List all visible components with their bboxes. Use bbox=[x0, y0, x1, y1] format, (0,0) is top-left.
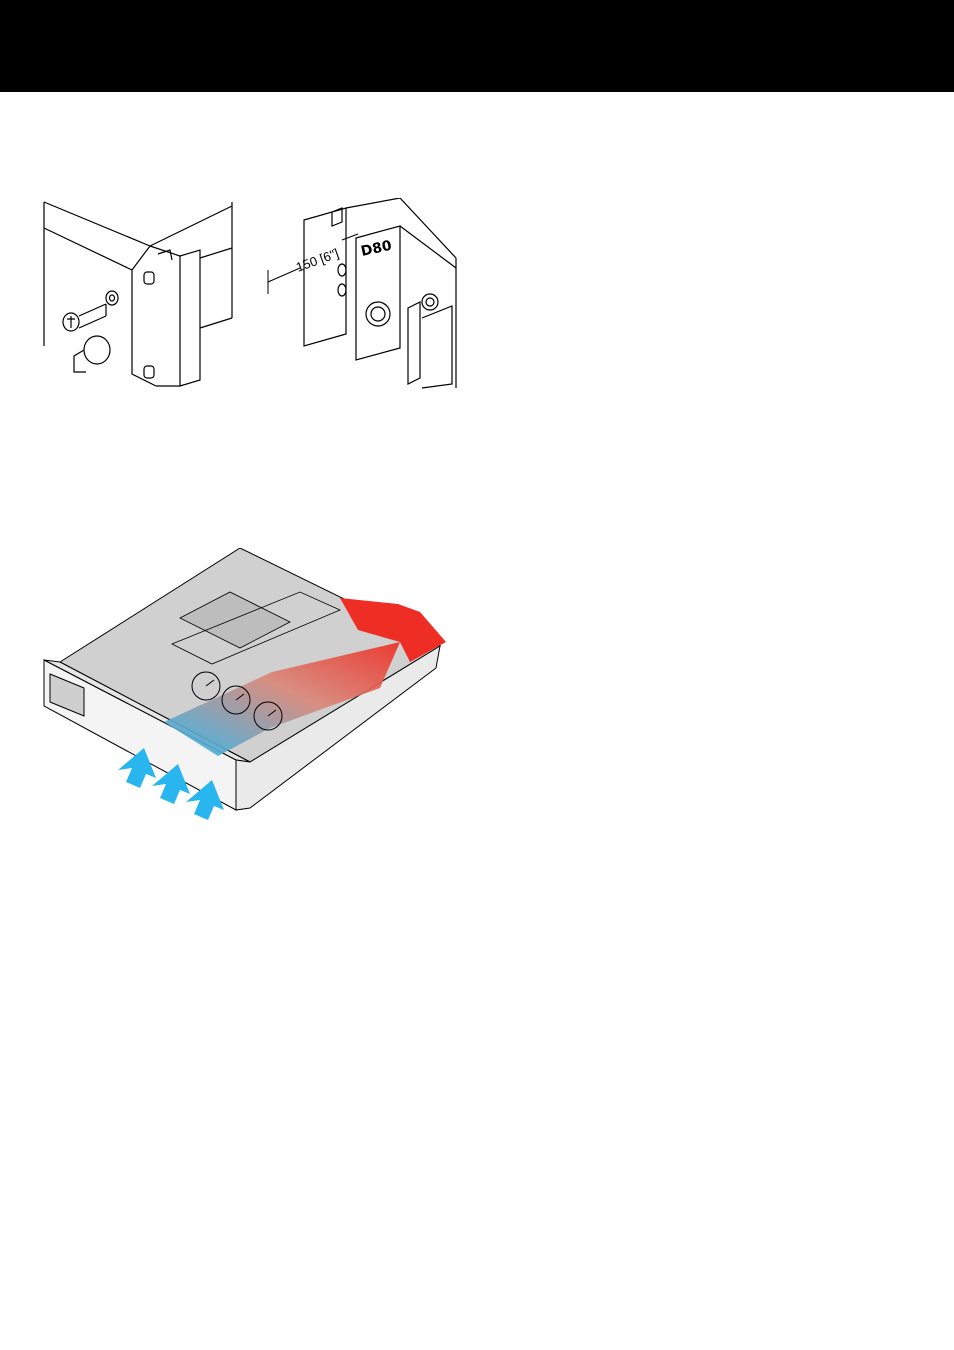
fan-icon bbox=[191, 671, 283, 731]
airflow-gradient bbox=[164, 642, 400, 756]
exhaust-arrow-icon bbox=[340, 598, 446, 662]
dimension-label: 150 [6"] bbox=[294, 246, 341, 275]
rear-panel-illustration bbox=[303, 198, 457, 389]
rack-ear-illustration bbox=[43, 201, 233, 387]
dimension-line bbox=[267, 233, 359, 294]
screw-icon bbox=[62, 303, 107, 332]
airflow-figure bbox=[40, 548, 450, 828]
intake-arrow-icon bbox=[118, 748, 224, 820]
washer-icon bbox=[105, 290, 119, 306]
page-header-bar bbox=[0, 0, 954, 92]
knob-icon bbox=[73, 335, 111, 373]
rear-mount-figure: 150 [6"] D80 bbox=[40, 198, 460, 394]
model-label: D80 bbox=[360, 238, 394, 260]
